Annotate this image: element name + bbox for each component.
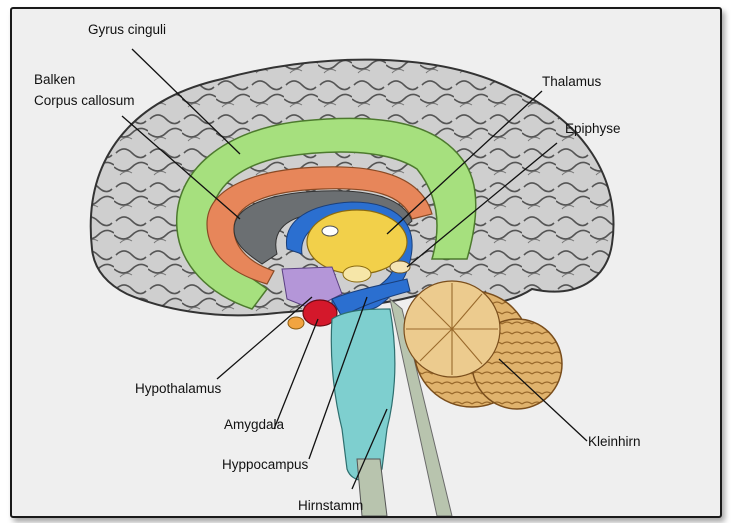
label-balken: Balken xyxy=(34,72,75,87)
brainstem-region xyxy=(331,309,395,480)
label-thalamus: Thalamus xyxy=(542,74,602,89)
leader-amygdala xyxy=(274,319,318,429)
label-corpus-callosum: Corpus callosum xyxy=(34,93,135,108)
brain-diagram: Gyrus cinguli Balken Corpus callosum Tha… xyxy=(12,9,720,516)
label-hypothalamus: Hypothalamus xyxy=(135,381,222,396)
label-hirnstamm: Hirnstamm xyxy=(298,498,363,513)
label-epiphyse: Epiphyse xyxy=(565,121,621,136)
diagram-frame: Gyrus cinguli Balken Corpus callosum Tha… xyxy=(10,7,722,518)
label-kleinhirn: Kleinhirn xyxy=(588,434,641,449)
label-amygdala: Amygdala xyxy=(224,417,285,432)
label-gyrus-cinguli: Gyrus cinguli xyxy=(88,22,166,37)
label-hyppocampus: Hyppocampus xyxy=(222,457,309,472)
